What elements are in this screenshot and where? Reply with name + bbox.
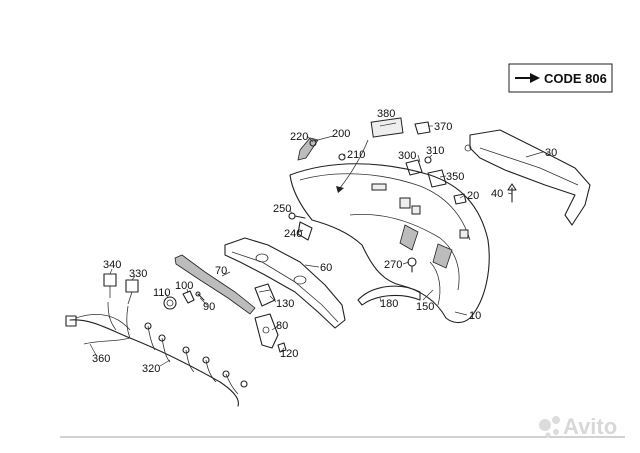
label-270: 270 — [384, 259, 402, 271]
label-40: 40 — [491, 188, 503, 200]
label-250: 250 — [273, 203, 291, 215]
nut-200 — [309, 139, 317, 147]
label-110: 110 — [153, 287, 171, 299]
sensor-340 — [103, 273, 117, 298]
clip-240 — [297, 221, 313, 241]
label-150: 150 — [416, 301, 434, 313]
label-90: 90 — [203, 301, 215, 313]
nut-210 — [338, 153, 346, 161]
sensor-330 — [125, 279, 139, 305]
clip-20 — [453, 193, 467, 205]
label-60: 60 — [320, 262, 332, 274]
watermark-text: Avito — [563, 414, 617, 439]
label-300: 300 — [398, 150, 416, 162]
label-180: 180 — [380, 298, 398, 310]
clip-120 — [277, 342, 287, 353]
wheel-arch-trim — [357, 261, 441, 306]
watermark: Avito — [539, 414, 617, 439]
label-310: 310 — [426, 145, 444, 157]
code-box: CODE 806 — [508, 63, 613, 93]
label-340: 340 — [103, 259, 121, 271]
screw-270 — [407, 257, 417, 273]
label-320: 320 — [142, 363, 160, 375]
pin-40 — [507, 183, 517, 203]
nut-310 — [424, 156, 432, 164]
clip-350 — [427, 169, 447, 188]
label-380: 380 — [377, 108, 395, 120]
label-10: 10 — [469, 310, 481, 322]
light-380 — [370, 117, 404, 138]
part-number-labels: 30 40 20 10 60 70 380 370 300 310 350 27… — [92, 108, 557, 375]
label-210: 210 — [347, 149, 365, 161]
label-240: 240 — [284, 228, 302, 240]
leader-lines — [89, 122, 544, 367]
label-130: 130 — [276, 298, 294, 310]
support-strip — [174, 254, 256, 315]
label-30: 30 — [545, 147, 557, 159]
label-360: 360 — [92, 353, 110, 365]
screw-90 — [195, 291, 205, 301]
label-80: 80 — [276, 320, 288, 332]
label-370: 370 — [434, 121, 452, 133]
connector-300 — [405, 159, 423, 176]
label-70: 70 — [215, 265, 227, 277]
label-200: 200 — [332, 128, 350, 140]
leader-curve — [336, 139, 369, 193]
label-330: 330 — [129, 268, 147, 280]
rear-diffuser — [464, 129, 591, 226]
label-350: 350 — [446, 171, 464, 183]
arrow-right-icon — [515, 73, 540, 83]
bracket-130 — [254, 283, 276, 307]
bumper-cover — [289, 163, 490, 324]
energy-absorber — [224, 237, 346, 329]
sensor-holder-100 — [182, 290, 195, 304]
bracket-370 — [414, 121, 431, 135]
label-20: 20 — [467, 190, 479, 202]
code-label: CODE 806 — [544, 71, 607, 86]
avito-logo-icon — [539, 416, 560, 438]
label-120: 120 — [280, 348, 298, 360]
bracket-80 — [254, 313, 279, 349]
label-100: 100 — [175, 280, 193, 292]
label-220: 220 — [290, 131, 308, 143]
sensor-ring-110 — [163, 296, 177, 310]
screw-250 — [288, 212, 306, 220]
mounting-rail-220 — [297, 137, 319, 161]
